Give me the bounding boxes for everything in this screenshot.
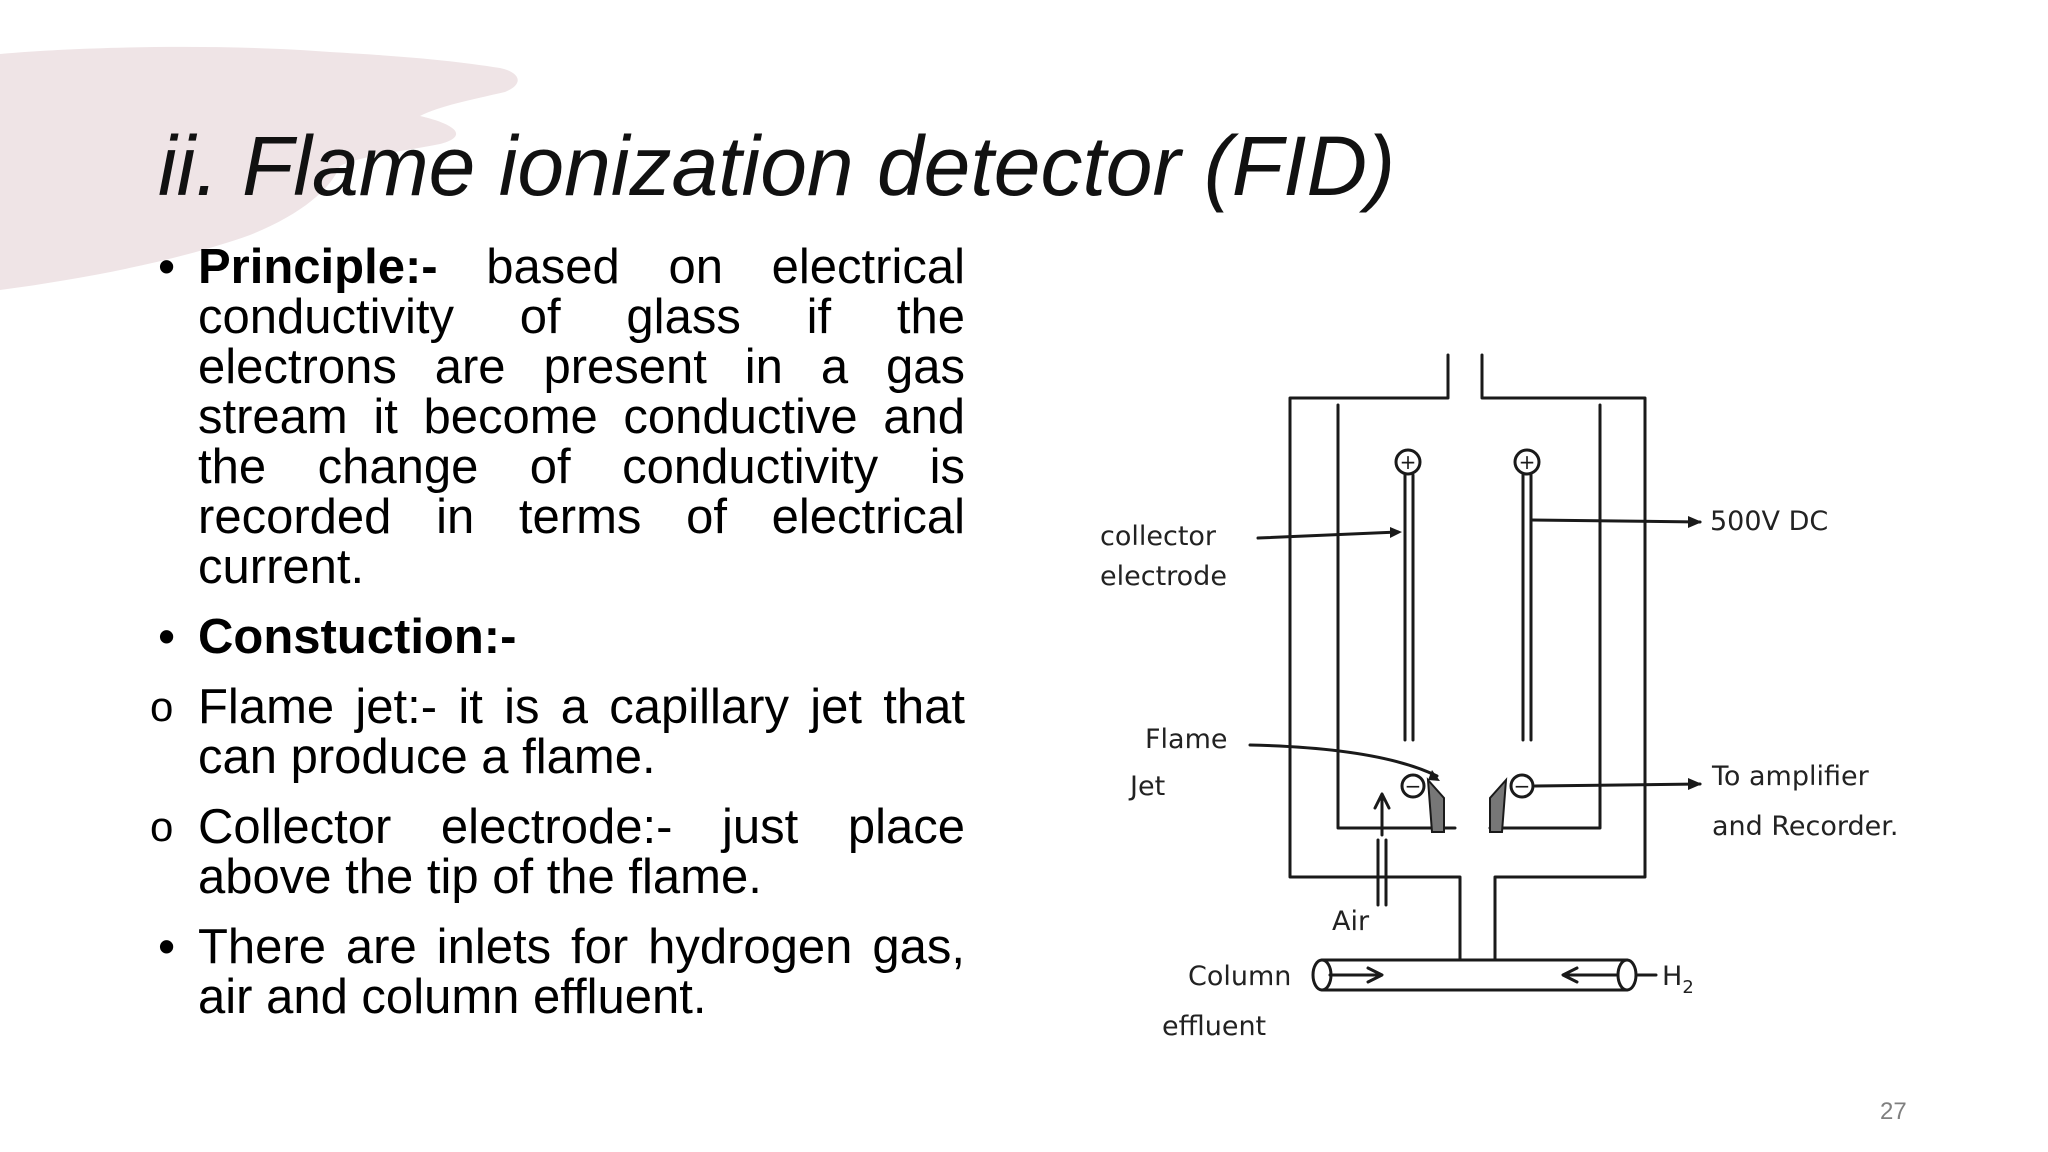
collector-pointer: [1256, 530, 1400, 540]
label-column: Column: [1188, 961, 1291, 992]
label-voltage: 500V DC: [1710, 506, 1828, 537]
label-h2-symbol: H: [1662, 961, 1682, 992]
inner-chamber-wall: [1336, 403, 1602, 830]
label-h2: H2: [1662, 961, 1694, 998]
bullet-marker: •: [158, 610, 176, 664]
sub-bullet-collector-electrode: o Collector electrode:- just place above…: [150, 802, 965, 902]
label-jet: Jet: [1128, 771, 1165, 802]
bullet-body: Collector electrode:- just place above t…: [198, 800, 965, 904]
flame-jet-tip-left: [1426, 777, 1445, 833]
minus-terminal-right: [1509, 773, 1535, 799]
bullet-text: Principle:- based on electrical conducti…: [198, 242, 965, 592]
plus-terminal-right: [1513, 448, 1541, 476]
sub-bullet-flame-jet: o Flame jet:- it is a capillary jet that…: [150, 682, 965, 782]
bullet-marker: •: [158, 920, 176, 974]
bullet-list: • Principle:- based on electrical conduc…: [150, 242, 965, 1042]
outer-body: [1288, 353, 1647, 962]
column-pipe: [1320, 958, 1629, 992]
label-and-recorder: and Recorder.: [1712, 811, 1898, 842]
minus-symbol-left: −: [1405, 774, 1422, 798]
bullet-inlets: • There are inlets for hydrogen gas, air…: [150, 922, 965, 1022]
decorative-brush-stroke: [0, 46, 518, 291]
label-effluent: effluent: [1162, 1011, 1266, 1042]
label-to-amplifier: To amplifier: [1711, 761, 1870, 792]
bullet-marker: •: [158, 240, 176, 294]
plus-symbol-right: +: [1519, 450, 1536, 474]
label-air: Air: [1332, 906, 1370, 937]
flame-pointer: [1248, 743, 1439, 778]
amplifier-lead: [1533, 782, 1702, 788]
bullet-construction: • Constuction:-: [150, 612, 965, 662]
label-h2-subscript: 2: [1682, 977, 1693, 998]
voltage-lead: [1529, 518, 1702, 524]
minus-symbol-right: −: [1514, 774, 1531, 798]
flame-jet-tip-right: [1489, 777, 1508, 833]
sub-bullet-marker: o: [150, 803, 174, 850]
plus-terminal-left: [1394, 448, 1422, 476]
bullet-body: There are inlets for hydrogen gas, air a…: [198, 920, 965, 1024]
sub-bullet-marker: o: [150, 683, 174, 730]
page-number: 27: [1880, 1098, 1907, 1125]
bullet-heading: Principle:-: [198, 240, 438, 294]
bullet-text: Constuction:-: [198, 612, 965, 662]
minus-terminal-left: [1400, 773, 1426, 799]
fid-diagram: + + − − collector electrode 500V DC Flam…: [1100, 353, 1898, 1042]
label-flame: Flame: [1145, 724, 1228, 755]
bullet-heading: Constuction:-: [198, 610, 517, 664]
label-collector: collector: [1100, 521, 1217, 552]
bullet-body: Flame jet:- it is a capillary jet that c…: [198, 680, 965, 784]
bullet-principle: • Principle:- based on electrical conduc…: [150, 242, 965, 592]
bullet-body: based on electrical conductivity of glas…: [198, 240, 965, 594]
slide-title: ii. Flame ionization detector (FID): [158, 119, 1396, 213]
label-electrode: electrode: [1100, 561, 1227, 592]
plus-symbol-left: +: [1400, 450, 1417, 474]
